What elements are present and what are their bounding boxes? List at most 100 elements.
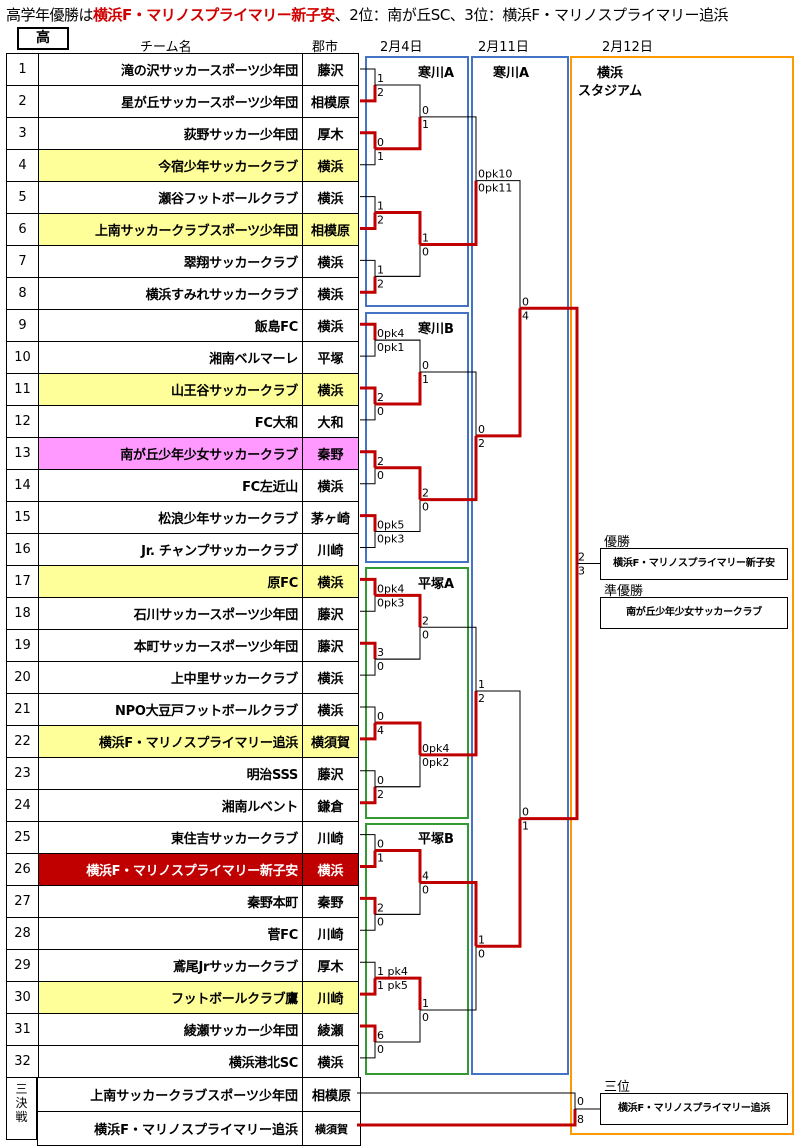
team-column-header: チーム名	[140, 40, 192, 55]
r1-line	[360, 276, 377, 294]
team-name: 綾瀬サッカー少年団	[38, 1013, 303, 1046]
r1-score-top: 2	[377, 901, 384, 914]
title-prefix: 高学年優勝は	[6, 6, 94, 24]
r3-line	[420, 371, 477, 436]
team-number: 12	[6, 405, 39, 438]
r3-line	[420, 116, 477, 181]
team-city: 横須賀	[302, 725, 359, 758]
r1-line	[360, 595, 376, 612]
r1-line	[360, 641, 377, 660]
team-number: 29	[6, 949, 39, 982]
team-city: 藤沢	[302, 597, 359, 630]
r2-score-bottom: 0	[422, 1011, 429, 1024]
team-number: 16	[6, 533, 39, 566]
r1-line	[360, 322, 377, 341]
team-city: 平塚	[302, 341, 359, 374]
venue-samukawa-b: 寒川B	[418, 322, 454, 337]
r4-score-bottom: 4	[522, 309, 529, 322]
r2-score-bottom: 0pk2	[422, 756, 449, 769]
r4-score-bottom: 1	[522, 820, 529, 833]
team-name: 鳶尾Jrサッカークラブ	[38, 949, 303, 982]
r1-line	[360, 770, 376, 787]
team-name: フットボールクラブ鷹	[38, 981, 303, 1014]
third-line-bottom	[357, 1109, 577, 1127]
r1-line	[360, 786, 377, 805]
team-name: 湘南ベルマーレ	[38, 341, 303, 374]
r1-score-top: 0	[377, 838, 384, 851]
final-line-bottom	[520, 563, 579, 821]
r1-score-bottom: 0	[377, 405, 384, 418]
venue-box-stadium	[570, 56, 794, 1135]
r2-score-bottom: 0	[422, 628, 429, 641]
r2-score-top: 1	[422, 231, 429, 244]
r2-line	[375, 721, 422, 755]
r1-score-bottom: 0	[377, 469, 384, 482]
r3-score-top: 1	[478, 678, 485, 691]
r1-score-bottom: 1	[377, 852, 384, 865]
r1-score-bottom: 2	[377, 86, 384, 99]
r1-score-top: 2	[377, 455, 384, 468]
r2-score-top: 0	[422, 104, 429, 117]
third-team-2-name: 横浜F・マリノスプライマリー追浜	[37, 1111, 303, 1146]
r3-line	[420, 626, 477, 692]
team-name: 原FC	[38, 565, 303, 598]
venue-hiratsuka-a: 平塚A	[418, 577, 455, 592]
team-number: 17	[6, 565, 39, 598]
r1-line	[360, 577, 377, 596]
venue-box-samukawa-a-semis	[471, 56, 569, 1075]
r1-line	[360, 259, 376, 277]
r4-score-top: 0	[522, 806, 529, 819]
team-number: 4	[6, 149, 39, 182]
venue-samukawa-a-1: 寒川A	[418, 66, 455, 81]
team-number: 25	[6, 821, 39, 854]
team-city: 秦野	[302, 885, 359, 918]
r1-score-bottom: 0	[377, 1043, 384, 1056]
champion-label: 優勝	[604, 535, 631, 550]
date-header-1: 2月4日	[380, 40, 423, 55]
r1-line	[360, 467, 376, 485]
team-number: 1	[6, 53, 39, 86]
r1-score-top: 0	[377, 774, 384, 787]
r1-score-bottom: 1 pk5	[377, 979, 408, 992]
r1-score-top: 0pk4	[377, 327, 404, 340]
third-place-label-text: 三決戦	[15, 1082, 28, 1124]
team-name: Jr. チャンプサッカークラブ	[38, 533, 303, 566]
r1-line	[360, 722, 377, 741]
team-city: 横浜	[302, 149, 359, 182]
date-header-2: 2月11日	[478, 40, 529, 55]
r2-score-top: 4	[422, 869, 429, 882]
r4-line	[476, 308, 522, 438]
r2-score-bottom: 1	[422, 118, 429, 131]
venue-stadium-line2: スタジアム	[578, 84, 643, 99]
r2-line	[375, 976, 422, 1011]
team-name: 瀬谷フットボールクラブ	[38, 181, 303, 214]
final-line-top	[520, 306, 579, 564]
third-place-table: 上南サッカークラブスポーツ少年団 相模原 横浜F・マリノスプライマリー追浜 横須…	[37, 1077, 361, 1146]
r1-score-top: 6	[377, 1029, 384, 1042]
team-name: 石川サッカースポーツ少年団	[38, 597, 303, 630]
r2-line	[375, 499, 421, 533]
team-name: 山王谷サッカークラブ	[38, 373, 303, 406]
r3-score-top: 0	[478, 423, 485, 436]
r1-score-bottom: 0	[377, 915, 384, 928]
r1-line	[360, 896, 377, 915]
team-city: 藤沢	[302, 629, 359, 662]
venue-hiratsuka-b: 平塚B	[418, 832, 454, 847]
r2-line	[375, 882, 421, 915]
team-name: 上中里サッカークラブ	[38, 661, 303, 694]
r1-line	[360, 340, 376, 357]
r2-score-top: 0pk4	[422, 742, 449, 755]
r1-score-top: 0	[377, 710, 384, 723]
